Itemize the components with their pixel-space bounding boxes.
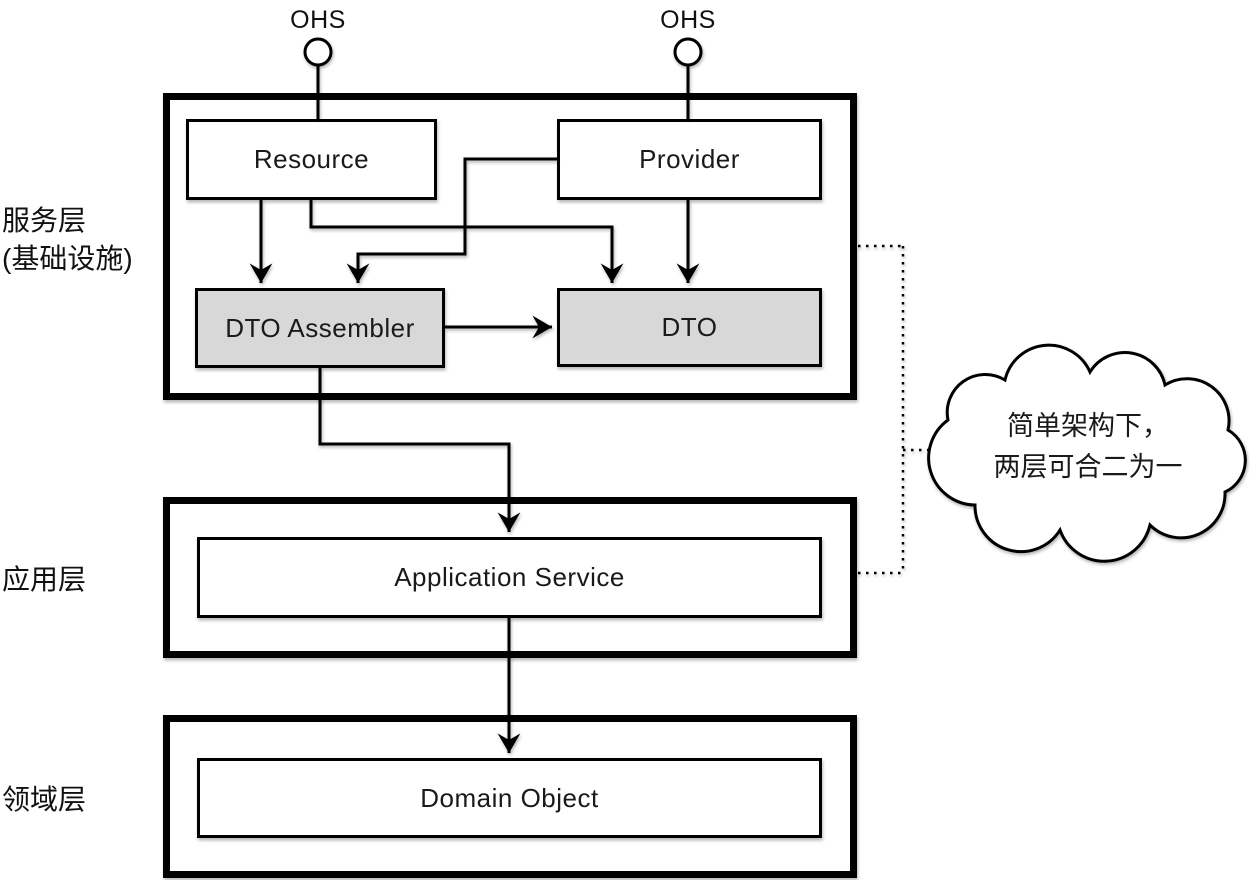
application-service-box-label: Application Service xyxy=(394,562,625,592)
domain-layer-label: 领域层 xyxy=(2,784,87,815)
ohs-left-lollipop-circle xyxy=(303,37,333,67)
resource-box: Resource xyxy=(186,119,437,200)
application-service-box: Application Service xyxy=(197,537,822,618)
ohs-interface-label-left: OHS xyxy=(290,6,346,34)
application-layer-label: 应用层 xyxy=(2,564,87,595)
domain-object-box-label: Domain Object xyxy=(420,782,599,813)
cloud-callout-text: 简单架构下， 两层可合二为一 xyxy=(948,406,1228,488)
cloud-callout-text-line2: 两层可合二为一 xyxy=(993,452,1183,482)
cloud-callout-text-line1: 简单架构下， xyxy=(1007,411,1169,441)
resource-box-label: Resource xyxy=(253,144,370,174)
dto-assembler-box-label: DTO Assembler xyxy=(225,312,415,343)
dto-box-label: DTO xyxy=(661,312,718,342)
ohs-right-lollipop-circle xyxy=(673,37,703,67)
ohs-interface-label-right: OHS xyxy=(660,6,716,34)
dto-assembler-box: DTO Assembler xyxy=(195,288,445,368)
provider-box-label: Provider xyxy=(639,144,740,174)
provider-box: Provider xyxy=(557,119,822,200)
domain-object-box: Domain Object xyxy=(197,758,822,838)
dto-box: DTO xyxy=(557,288,822,367)
service-layer-label: 服务层 (基础设施) xyxy=(2,205,133,274)
